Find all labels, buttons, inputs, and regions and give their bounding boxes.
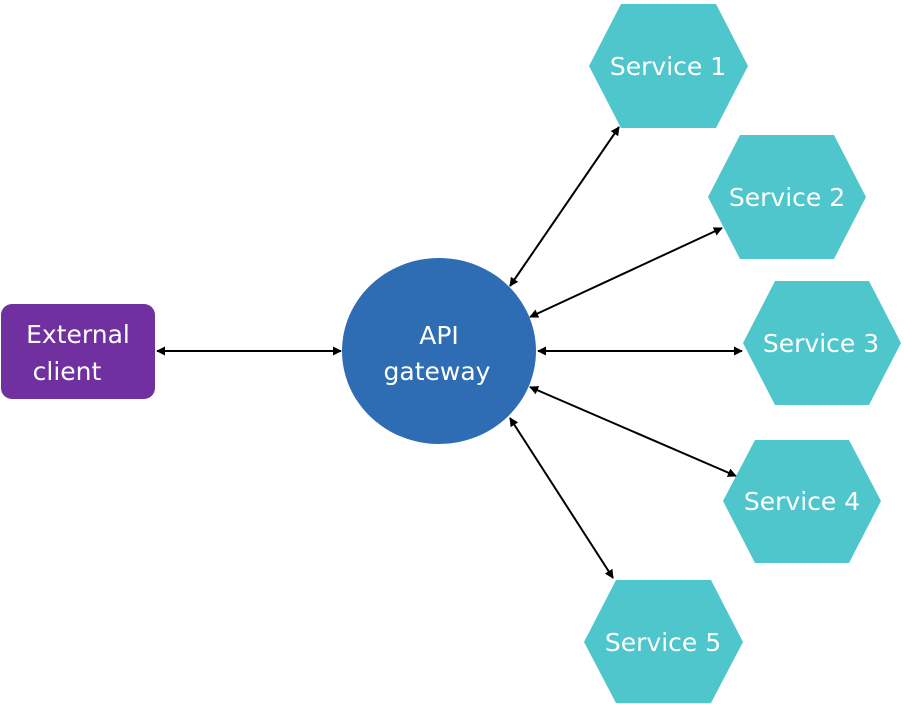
service-hexagon [584,580,743,703]
service-label: Service 5 [605,628,721,657]
service-node-2: Service 2 [708,135,866,259]
connector-gateway-service-4 [529,386,737,477]
api-gateway-label-line1: API [419,321,459,350]
service-node-1: Service 1 [589,4,748,128]
connectors [156,126,743,579]
api-gateway-circle [342,258,536,444]
service-hexagon [708,135,866,259]
service-hexagon [743,281,901,405]
external-client-label-line2: client [33,357,102,386]
service-label: Service 3 [763,329,879,358]
service-node-5: Service 5 [584,580,743,703]
external-client-label-line1: External [26,320,130,349]
service-label: Service 2 [729,183,845,212]
service-label: Service 1 [610,52,726,81]
connector-gateway-service-2 [529,227,723,318]
service-node-4: Service 4 [723,440,881,563]
service-hexagon [723,440,881,563]
external-client-node: External client [1,304,155,399]
api-gateway-node: API gateway [342,258,536,444]
external-client-box [1,304,155,399]
service-label: Service 4 [744,487,860,516]
service-node-3: Service 3 [743,281,901,405]
api-gateway-label-line2: gateway [384,357,491,386]
connector-gateway-service-1 [509,126,620,287]
connector-gateway-service-5 [509,417,614,579]
service-hexagon [589,4,748,128]
